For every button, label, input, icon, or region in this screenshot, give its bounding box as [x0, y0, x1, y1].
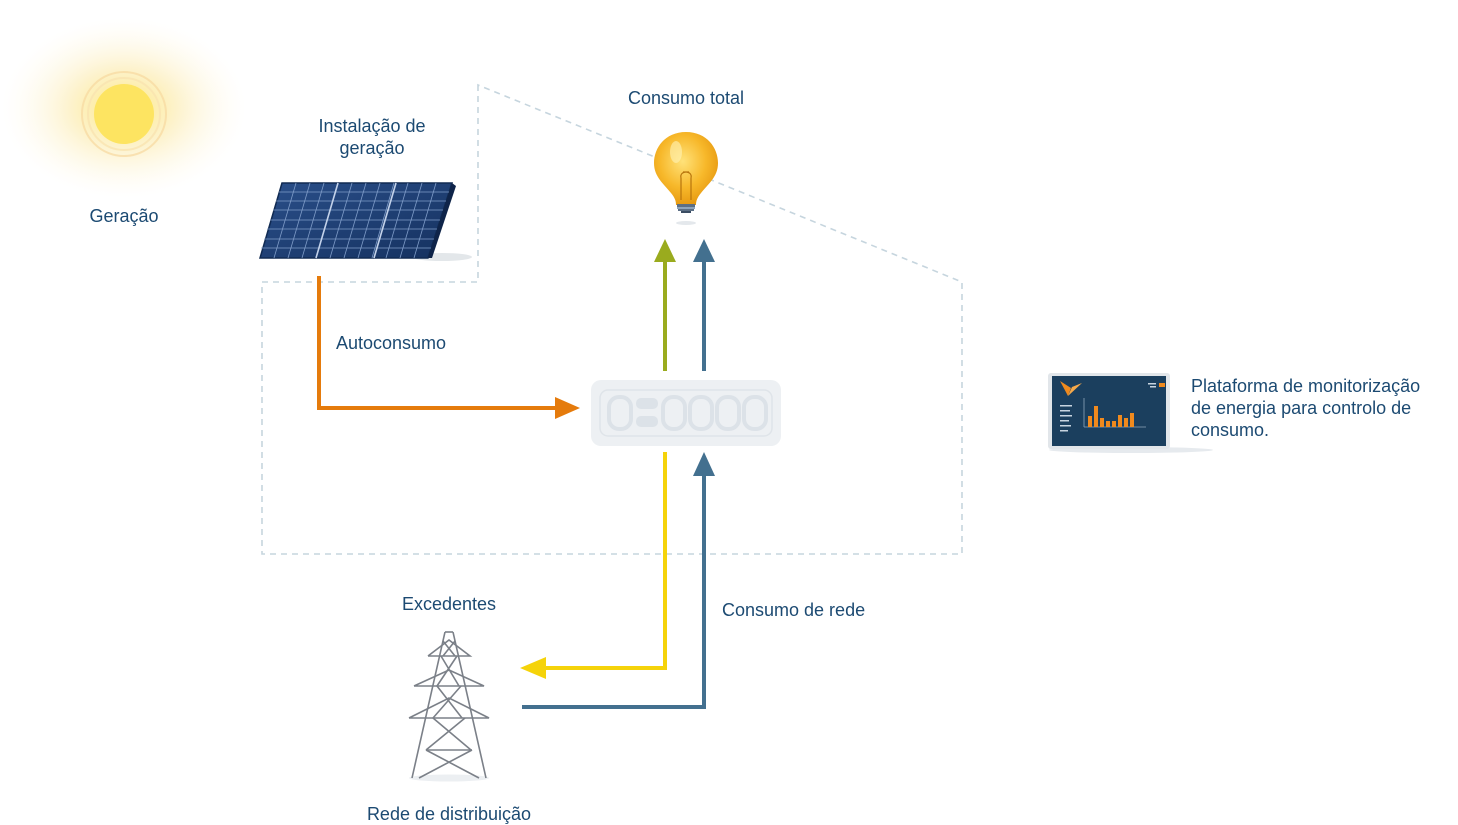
label-rede-distribuicao: Rede de distribuição — [366, 804, 532, 824]
label-geracao: Geração — [89, 206, 159, 226]
label-autoconsumo: Autoconsumo — [336, 333, 447, 353]
autoconsumo-arrow — [317, 276, 580, 419]
label-plataforma: Plataforma de monitorização de energia p… — [1191, 375, 1420, 441]
solar-panel-icon — [258, 182, 472, 261]
power-pylon-icon — [408, 631, 490, 782]
consumo-total-arrows — [654, 239, 715, 371]
light-bulb-icon — [654, 132, 718, 225]
label-instalacao-line2: geração — [339, 138, 405, 158]
label-consumo-total: Consumo total — [627, 88, 745, 108]
energy-meter-icon — [591, 380, 781, 446]
label-consumo-rede: Consumo de rede — [722, 600, 866, 620]
consumo-rede-arrow — [522, 452, 715, 709]
house-boundary — [261, 83, 963, 555]
excedentes-arrow — [520, 452, 667, 679]
label-excedentes: Excedentes — [401, 594, 497, 614]
label-plataforma-line2: de energia para controlo de — [1191, 398, 1412, 418]
sun-icon — [2, 18, 246, 198]
label-plataforma-line3: consumo. — [1191, 420, 1270, 440]
monitoring-laptop-icon — [1048, 373, 1213, 453]
label-instalacao-line1: Instalação de — [318, 116, 426, 136]
label-instalacao: Instalação de geração — [296, 115, 448, 159]
label-plataforma-line1: Plataforma de monitorização — [1191, 376, 1421, 396]
